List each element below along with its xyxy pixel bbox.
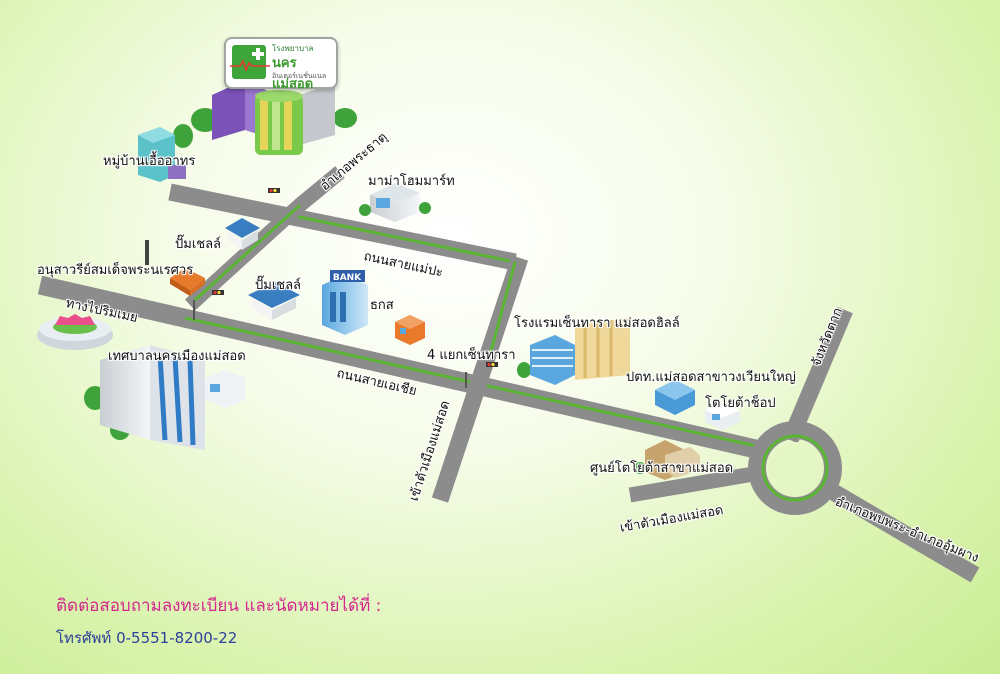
label-municipality: เทศบาลนครเมืองแม่สอด: [108, 349, 246, 364]
centara-hotel-icon: [517, 318, 630, 385]
label-toyota-shop: โตโยต้าช็อป: [705, 396, 776, 411]
contact-heading: ติดต่อสอบถามลงทะเบียน และนัดหมายได้ที่ :: [56, 596, 382, 616]
hospital-logo: โรงพยาบาล นครแม่สอด อินเตอร์เนชั่นแนล: [224, 37, 338, 92]
traffic-light-icon: [486, 362, 498, 367]
label-bank: ธกส: [370, 298, 394, 313]
heartbeat-icon: [230, 59, 270, 71]
logo-line2: นครแม่สอด: [272, 56, 314, 92]
road-tak: [782, 306, 853, 444]
label-centara-junction: 4 แยกเซ็นทารา: [427, 348, 516, 363]
road-network: [37, 166, 980, 583]
label-centara-hotel: โรงแรมเซ็นทารา แม่สอดฮิลล์: [514, 316, 680, 331]
road-phop-phra: [825, 482, 980, 583]
roundabout: [748, 421, 842, 515]
label-toyota-center: ศูนย์โตโยต้าสาขาแม่สอด: [590, 461, 734, 476]
bank-sign: BANK: [333, 273, 362, 283]
road-phrathat: [184, 166, 345, 311]
makro-building-icon: [359, 183, 431, 222]
toyota-center-icon: [634, 440, 700, 480]
label-makro: มาม่าโฮมมาร์ท: [368, 174, 455, 189]
road-into-town: [628, 464, 767, 503]
traffic-light-icon: [268, 188, 280, 193]
label-monument: อนุสาวรีย์สมเด็จพระนเรศวร: [37, 263, 194, 278]
logo-line1: โรงพยาบาล: [272, 44, 314, 53]
toyota-shop-icon: [705, 402, 740, 430]
monument-icon: [145, 240, 205, 296]
road-centara: [431, 255, 529, 503]
shell-station-1-icon: [225, 218, 260, 250]
logo-line3: อินเตอร์เนชั่นแนล: [272, 72, 327, 80]
shell-station-2-icon: [248, 282, 300, 320]
hospital-building-icon: [191, 80, 357, 155]
village-building-icon: [138, 124, 193, 182]
stadium-icon: [37, 314, 113, 350]
phone-number: โทรศัพท์ 0-5551-8200-22: [56, 629, 238, 647]
label-shell-1: ปั๊มเชลล์: [175, 237, 222, 252]
ptt-station-icon: [655, 380, 695, 415]
municipality-building-icon: [84, 345, 245, 450]
label-ptt: ปตท.แม่สอดสาขาวงเวียนใหญ่: [626, 370, 796, 385]
traffic-light-icon: [212, 290, 224, 295]
road-mae-pa: [168, 183, 517, 271]
small-building-icon: [395, 315, 425, 345]
bank-building-icon: BANK: [322, 270, 368, 335]
label-shell-2: ปั๊มเชลล์: [255, 278, 302, 293]
label-village: หมู่บ้านเอื้ออาทร: [103, 154, 196, 169]
